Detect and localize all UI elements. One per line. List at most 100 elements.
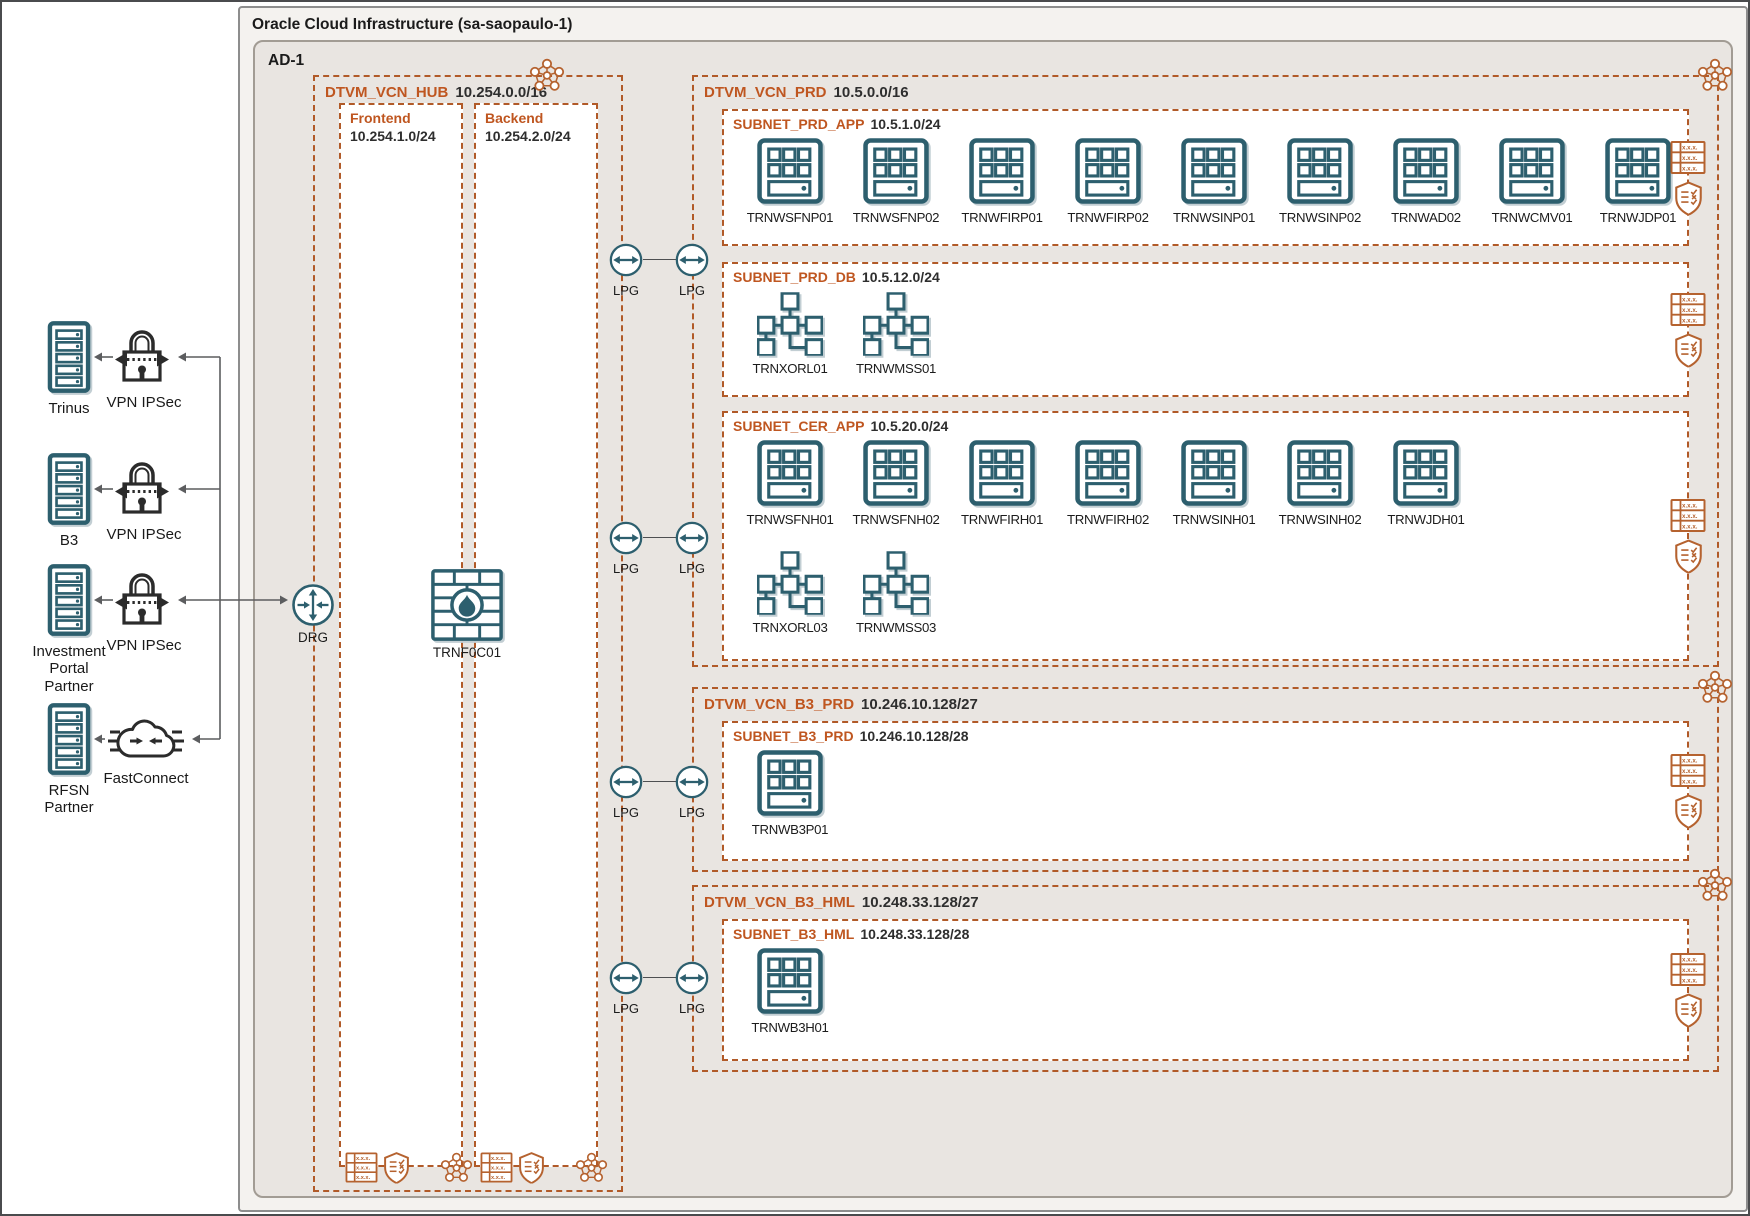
vcn-cidr: 10.254.0.0/16 [455, 84, 548, 101]
vpn-lock-icon [112, 456, 172, 522]
server-row: TRNWB3H01 [742, 947, 838, 1035]
vcn-gateway-icon [575, 1152, 608, 1183]
lpg-connector [643, 977, 677, 978]
subnet-name: SUBNET_PRD_DB [733, 269, 856, 285]
lpg-label: LPG [612, 1001, 639, 1016]
external-source-label: Trinus [48, 400, 90, 417]
lpg-label: LPG [678, 283, 705, 298]
server-label: TRNWCMV01 [1491, 210, 1573, 225]
cluster-row: TRNXORL01 TRNWMSS01 [742, 292, 944, 376]
route-table-icon [1670, 953, 1706, 987]
subnet-edge-icons [480, 1151, 608, 1184]
app-server-icon [1180, 137, 1248, 205]
lpg-pair-3: LPG LPG [608, 764, 712, 826]
server-node: TRNWAD02 [1378, 137, 1474, 225]
external-server-b3 [47, 452, 91, 531]
gateway-label: VPN IPSec [106, 526, 182, 543]
cluster-node: TRNXORL03 [742, 551, 838, 635]
app-server-icon [1498, 137, 1566, 205]
lpg-connector [643, 537, 677, 538]
server-node: TRNWSFNP02 [848, 137, 944, 225]
app-server-icon [1074, 439, 1142, 507]
server-node: TRNWFIRH02 [1060, 439, 1156, 527]
security-list-icon [1674, 539, 1703, 574]
subnet-cidr: 10.5.1.0/24 [870, 116, 941, 132]
lpg-label: LPG [612, 283, 639, 298]
db-cluster-icon [863, 551, 929, 615]
server-node: TRNWSINP02 [1272, 137, 1368, 225]
app-server-icon [756, 137, 824, 205]
cluster-node: TRNWMSS01 [848, 292, 944, 376]
db-cluster-icon [757, 551, 823, 615]
security-list-icon [1674, 180, 1703, 215]
subnet-edge-icons [1670, 292, 1706, 367]
app-server-icon [1180, 439, 1248, 507]
server-node: TRNWFIRP02 [1060, 137, 1156, 225]
subnet-cidr: 10.5.20.0/24 [870, 418, 949, 434]
external-server-trinus [47, 320, 91, 399]
external-server-rfsn [47, 702, 91, 781]
vcn-icon [529, 58, 565, 92]
security-list-icon [1674, 993, 1703, 1028]
server-row: TRNWB3P01 [742, 749, 838, 837]
lpg-pair-4: LPG LPG [608, 960, 712, 1022]
app-server-icon [756, 439, 824, 507]
subnet-name: Backend [485, 110, 544, 126]
server-node: TRNWJDH01 [1378, 439, 1474, 527]
db-cluster-icon [863, 292, 929, 356]
subnet-cidr: 10.248.33.128/28 [860, 926, 970, 942]
lpg-label: LPG [678, 561, 705, 576]
server-rack-icon [47, 452, 91, 526]
route-table-icon [1670, 754, 1706, 788]
server-node: TRNWSINH01 [1166, 439, 1262, 527]
app-server-icon [968, 439, 1036, 507]
lpg-icon [674, 960, 710, 996]
security-list-icon [518, 1151, 545, 1184]
route-table-icon [345, 1152, 378, 1183]
subnet-edge-icons [345, 1151, 473, 1184]
server-node: TRNWSFNP01 [742, 137, 838, 225]
lpg-icon [674, 242, 710, 278]
subnet-label: SUBNET_PRD_APP 10.5.1.0/24 [733, 116, 941, 132]
subnet-name: SUBNET_B3_HML [733, 926, 855, 942]
lpg-connector [643, 259, 677, 260]
app-server-icon [968, 137, 1036, 205]
lpg-connector [643, 781, 677, 782]
subnet-edge-icons [1670, 754, 1706, 829]
server-node: TRNWB3H01 [742, 947, 838, 1035]
route-table-icon [480, 1152, 513, 1183]
vcn-name: DTVM_VCN_B3_PRD [704, 696, 855, 713]
vcn-name: DTVM_VCN_HUB [325, 84, 449, 101]
vcn-cidr: 10.5.0.0/16 [833, 84, 909, 101]
fastconnect-cloud-icon [106, 710, 186, 768]
subnet-label: SUBNET_B3_HML 10.248.33.128/28 [733, 926, 969, 942]
server-node: TRNWJDP01 [1590, 137, 1686, 225]
lpg-icon [608, 764, 644, 800]
app-server-icon [1286, 137, 1354, 205]
lpg-icon [608, 242, 644, 278]
subnet-name: SUBNET_PRD_APP [733, 116, 865, 132]
app-server-icon [756, 947, 824, 1015]
route-table-icon [1670, 499, 1706, 533]
server-node: TRNWSINP01 [1166, 137, 1262, 225]
server-label: TRNWFIRP01 [961, 210, 1043, 225]
lpg-pair-2: LPG LPG [608, 520, 712, 582]
cluster-label: TRNXORL03 [752, 620, 828, 635]
vcn-icon [1697, 868, 1733, 902]
app-server-icon [1604, 137, 1672, 205]
gateway-label: VPN IPSec [106, 637, 182, 654]
firewall-icon [430, 568, 504, 642]
route-table-icon [1670, 292, 1706, 326]
server-rack-icon [47, 702, 91, 776]
